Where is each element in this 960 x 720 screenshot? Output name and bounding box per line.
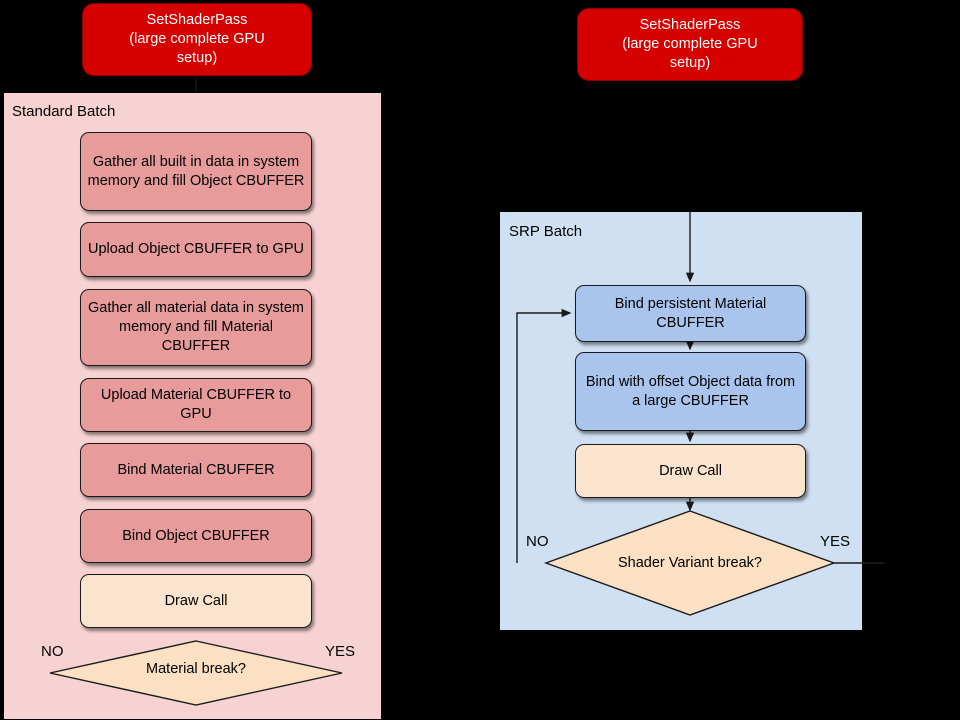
node-bind-persistent-material[interactable]: Bind persistent Material CBUFFER: [575, 285, 806, 342]
node-bind-material[interactable]: Bind Material CBUFFER: [80, 443, 312, 497]
branch-label-no-right: NO: [526, 533, 549, 550]
branch-label-yes-left: YES: [325, 643, 356, 660]
node-upload-material[interactable]: Upload Material CBUFFER to GPU: [80, 378, 312, 432]
node-gather-material[interactable]: Gather all material data in system memor…: [80, 289, 312, 366]
node-upload-object[interactable]: Upload Object CBUFFER to GPU: [80, 222, 312, 277]
branch-label-yes-right: YES: [820, 533, 851, 550]
srp-batch-label: SRP Batch: [509, 223, 583, 240]
left-start-line3: setup): [176, 50, 218, 66]
standard-batch-label: Standard Batch: [12, 103, 116, 120]
left-start-node[interactable]: SetShaderPass (large complete GPU setup): [82, 3, 312, 76]
left-start-line1: SetShaderPass: [146, 12, 248, 28]
decision-shader-variant-break[interactable]: Shader Variant break?: [543, 510, 837, 616]
node-bind-offset-object[interactable]: Bind with offset Object data from a larg…: [575, 352, 806, 431]
right-start-line1: SetShaderPass: [639, 17, 741, 33]
diamond-shape: [49, 640, 343, 706]
node-draw-call-right[interactable]: Draw Call: [575, 444, 806, 498]
decision-material-break[interactable]: Material break?: [49, 640, 343, 706]
diamond-shape-right: [543, 510, 837, 616]
right-start-line3: setup): [669, 55, 711, 71]
left-start-line2: (large complete GPU: [129, 31, 265, 47]
node-gather-object[interactable]: Gather all built in data in system memor…: [80, 132, 312, 211]
right-start-node[interactable]: SetShaderPass (large complete GPU setup): [577, 8, 803, 81]
node-bind-object[interactable]: Bind Object CBUFFER: [80, 509, 312, 563]
branch-label-no-left: NO: [41, 643, 64, 660]
right-start-line2: (large complete GPU: [622, 36, 758, 52]
node-draw-call-left[interactable]: Draw Call: [80, 574, 312, 628]
